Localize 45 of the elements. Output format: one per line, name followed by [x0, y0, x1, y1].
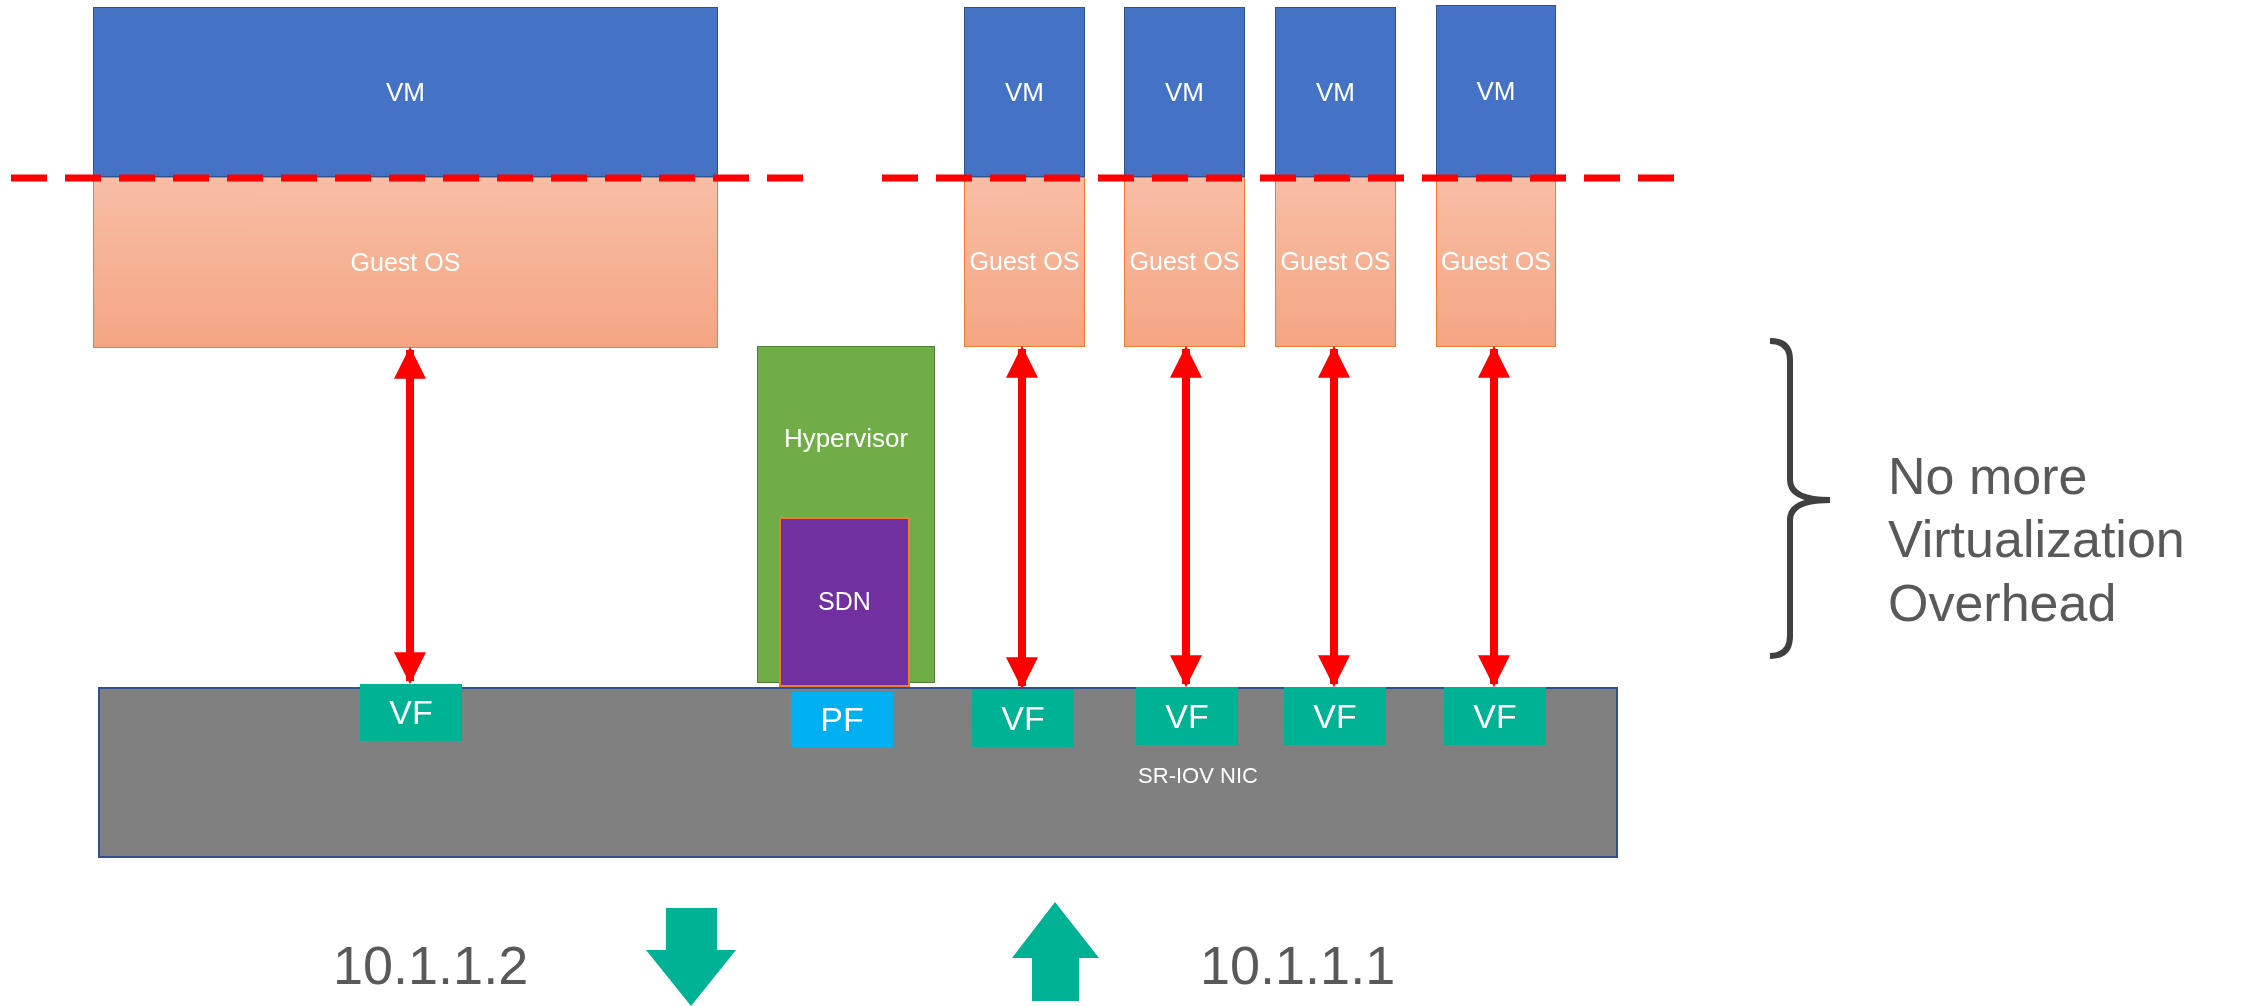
sdn-box	[779, 517, 910, 687]
vf-box	[1284, 687, 1386, 745]
ip-address: 10.1.1.2	[333, 934, 530, 997]
annotation-text: No more Virtualization Overhead	[1888, 446, 2186, 634]
guest-os-box	[93, 177, 718, 348]
vf-box	[1444, 687, 1546, 745]
guest-os-box	[1436, 177, 1556, 347]
vm-box	[93, 7, 718, 177]
vm-box	[1275, 7, 1396, 177]
guest-os-box	[964, 177, 1085, 347]
node-label: VM	[1476, 74, 1516, 108]
node-label: VM	[1165, 75, 1204, 109]
node-label: Guest OS	[1280, 246, 1391, 278]
node-label: Guest OS	[350, 246, 461, 278]
node-label: VF	[1313, 695, 1357, 737]
node-label: SDN	[818, 586, 871, 618]
vm-box	[964, 7, 1085, 177]
vm-box	[1436, 5, 1556, 177]
node-label: VM	[1005, 75, 1044, 109]
node-label: Guest OS	[1441, 246, 1551, 278]
node-label: VF	[1473, 695, 1517, 737]
node-label: Guest OS	[1129, 246, 1240, 278]
double-arrow	[1006, 345, 1038, 690]
node-label: VF	[389, 692, 433, 733]
vm-box	[1124, 7, 1245, 177]
vf-box	[972, 689, 1074, 747]
node-label: Guest OS	[969, 246, 1080, 278]
vf-box	[360, 684, 462, 741]
node-label: Hypervisor	[783, 422, 909, 455]
double-arrow	[1478, 345, 1510, 688]
guest-os-box	[1124, 177, 1245, 347]
pf-box	[791, 692, 893, 747]
double-arrow	[1170, 345, 1202, 688]
node-label: VM	[386, 75, 425, 109]
vf-box	[1136, 687, 1238, 745]
node-label: VM	[1316, 75, 1355, 109]
double-arrow	[394, 346, 426, 685]
node-label: VF	[1165, 695, 1209, 737]
guest-os-box	[1275, 177, 1396, 347]
node-label: SR-IOV NIC	[1138, 762, 1258, 790]
node-label: VF	[1001, 697, 1045, 739]
ip-address: 10.1.1.1	[1200, 934, 1397, 997]
node-label: PF	[820, 699, 864, 740]
nic-box	[98, 687, 1618, 858]
double-arrow	[1318, 345, 1350, 688]
